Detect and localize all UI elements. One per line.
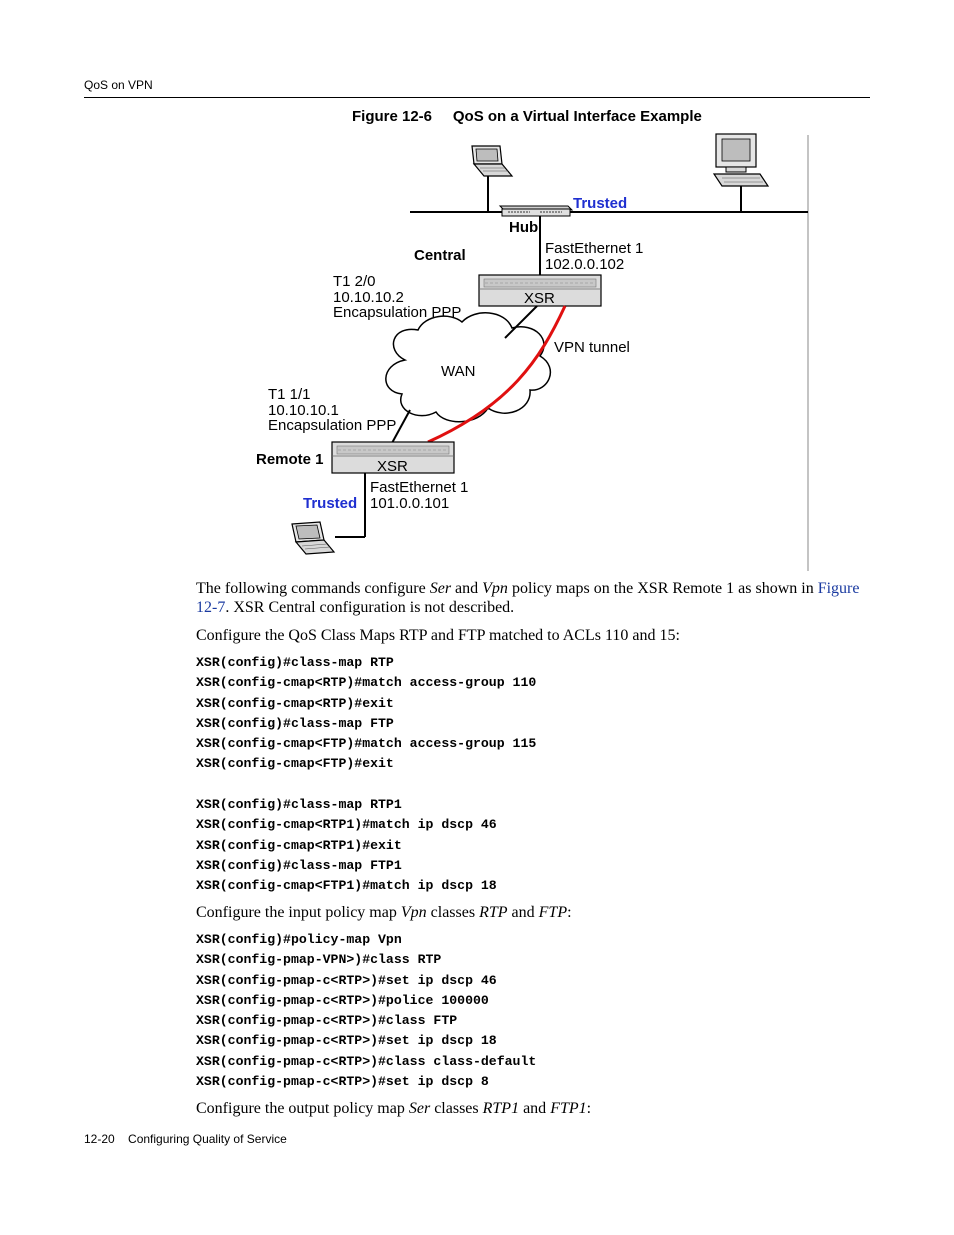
italic-run: RTP bbox=[479, 904, 508, 921]
code-line: XSR(config-cmap<RTP)#exit bbox=[196, 695, 394, 711]
code-line: XSR(config-cmap<FTP)#exit bbox=[196, 756, 394, 772]
remote-fe-interface: FastEthernet 1 bbox=[370, 479, 468, 496]
class-map-paragraph: Configure the QoS Class Maps RTP and FTP… bbox=[196, 627, 680, 644]
desktop-computer-icon bbox=[712, 133, 770, 187]
vpn-tunnel-line bbox=[427, 305, 567, 444]
figure-number: Figure 12-6 bbox=[352, 108, 433, 125]
code-line: XSR(config)#policy-map Vpn bbox=[196, 932, 402, 947]
text-run: Configure the input policy map bbox=[196, 904, 401, 921]
text-run: : bbox=[567, 904, 572, 921]
code-line: XSR(config-cmap<FTP1)#match ip dscp 18 bbox=[196, 878, 497, 894]
text-run: and bbox=[451, 580, 483, 597]
text-run: and bbox=[507, 904, 539, 921]
vpn-tunnel-label: VPN tunnel bbox=[554, 339, 630, 356]
policy-map-code-block: XSR(config)#policy-map Vpn XSR(config-pm… bbox=[196, 930, 536, 1092]
trusted-label-top: Trusted bbox=[573, 195, 627, 212]
code-line: XSR(config-cmap<RTP1)#exit bbox=[196, 837, 402, 853]
laptop-icon bbox=[291, 521, 336, 555]
wan-label: WAN bbox=[441, 363, 475, 380]
figure-title: QoS on a Virtual Interface Example bbox=[452, 108, 702, 125]
text-run: policy maps on the XSR Remote 1 as shown… bbox=[507, 580, 818, 597]
code-line: XSR(config)#class-map FTP bbox=[196, 715, 394, 731]
central-t1-encapsulation: Encapsulation PPP bbox=[333, 304, 461, 321]
code-line: XSR(config-cmap<RTP1)#match ip dscp 46 bbox=[196, 817, 497, 833]
central-t1-address: 10.10.10.2 bbox=[333, 289, 404, 306]
central-xsr-label: XSR bbox=[524, 290, 555, 307]
chapter-title: Configuring Quality of Service bbox=[128, 1132, 287, 1146]
wan-to-remote-line bbox=[391, 409, 411, 444]
remote-t1-address: 10.10.10.1 bbox=[268, 402, 339, 419]
italic-run: Ser bbox=[408, 1100, 431, 1117]
code-line: XSR(config)#class-map RTP1 bbox=[196, 797, 402, 813]
xsr-router-icon bbox=[331, 441, 455, 474]
text-run: Configure the output policy map bbox=[196, 1100, 409, 1117]
hub-device-icon bbox=[498, 205, 574, 217]
text-run: . XSR Central configuration is not descr… bbox=[225, 599, 515, 616]
figure-caption: Figure 12-6 QoS on a Virtual Interface E… bbox=[352, 108, 702, 125]
running-header: QoS on VPN bbox=[84, 78, 153, 92]
italic-run: RTP1 bbox=[482, 1100, 520, 1117]
hub-label: Hub bbox=[509, 219, 538, 236]
code-line: XSR(config-pmap-c<RTP>)#set ip dscp 46 bbox=[196, 972, 497, 988]
code-line: XSR(config-pmap-c<RTP>)#class class-defa… bbox=[196, 1053, 537, 1069]
header-rule bbox=[84, 97, 870, 98]
text-run: classes bbox=[426, 904, 480, 921]
central-to-wan-line bbox=[504, 305, 538, 339]
text-run: and bbox=[519, 1100, 551, 1117]
italic-run: FTP1 bbox=[550, 1100, 587, 1117]
code-line: XSR(config-pmap-VPN>)#class RTP bbox=[196, 952, 442, 968]
remote-fe-address: 101.0.0.101 bbox=[370, 495, 449, 512]
intro-paragraph: The following commands configure Ser and… bbox=[196, 579, 866, 617]
code-line: XSR(config-cmap<RTP)#match access-group … bbox=[196, 675, 537, 691]
input-policy-paragraph: Configure the input policy map Vpn class… bbox=[196, 903, 572, 922]
central-fe-interface: FastEthernet 1 bbox=[545, 240, 643, 257]
remote-label: Remote 1 bbox=[256, 451, 324, 468]
code-line: XSR(config-pmap-c<RTP>)#police 100000 bbox=[196, 992, 489, 1008]
italic-run: Vpn bbox=[400, 904, 427, 921]
page-footer: 12-20 Configuring Quality of Service bbox=[84, 1132, 287, 1146]
output-policy-paragraph: Configure the output policy map Ser clas… bbox=[196, 1099, 591, 1118]
text-run: : bbox=[586, 1100, 592, 1117]
central-label: Central bbox=[414, 247, 466, 264]
code-line: XSR(config-pmap-c<RTP>)#set ip dscp 8 bbox=[196, 1074, 489, 1090]
central-t1-interface: T1 2/0 bbox=[333, 273, 376, 290]
trusted-label-bottom: Trusted bbox=[303, 495, 357, 512]
wan-cloud-icon bbox=[385, 312, 552, 423]
italic-run: FTP bbox=[538, 904, 568, 921]
remote-xsr-label: XSR bbox=[377, 458, 408, 475]
italic-run: Ser bbox=[429, 580, 452, 597]
italic-run: Vpn bbox=[482, 580, 508, 597]
code-line: XSR(config)#class-map RTP bbox=[196, 655, 394, 670]
class-map-code-block: XSR(config)#class-map RTP XSR(config-cma… bbox=[196, 653, 536, 897]
page-number: 12-20 bbox=[84, 1132, 115, 1146]
code-line: XSR(config-pmap-c<RTP>)#class FTP bbox=[196, 1013, 458, 1029]
text-run: The following commands configure bbox=[196, 580, 430, 597]
code-line: XSR(config-cmap<FTP)#match access-group … bbox=[196, 736, 537, 752]
code-line: XSR(config)#class-map FTP1 bbox=[196, 857, 402, 873]
remote-t1-encapsulation: Encapsulation PPP bbox=[268, 417, 396, 434]
text-run: classes bbox=[430, 1100, 483, 1117]
xsr-router-icon bbox=[478, 274, 602, 307]
remote-t1-interface: T1 1/1 bbox=[268, 386, 311, 403]
figure-reference-link[interactable]: Figure 12-7 bbox=[196, 580, 860, 616]
laptop-icon bbox=[471, 145, 514, 177]
code-line: XSR(config-pmap-c<RTP>)#set ip dscp 18 bbox=[196, 1033, 497, 1049]
central-fe-address: 102.0.0.102 bbox=[545, 256, 624, 273]
